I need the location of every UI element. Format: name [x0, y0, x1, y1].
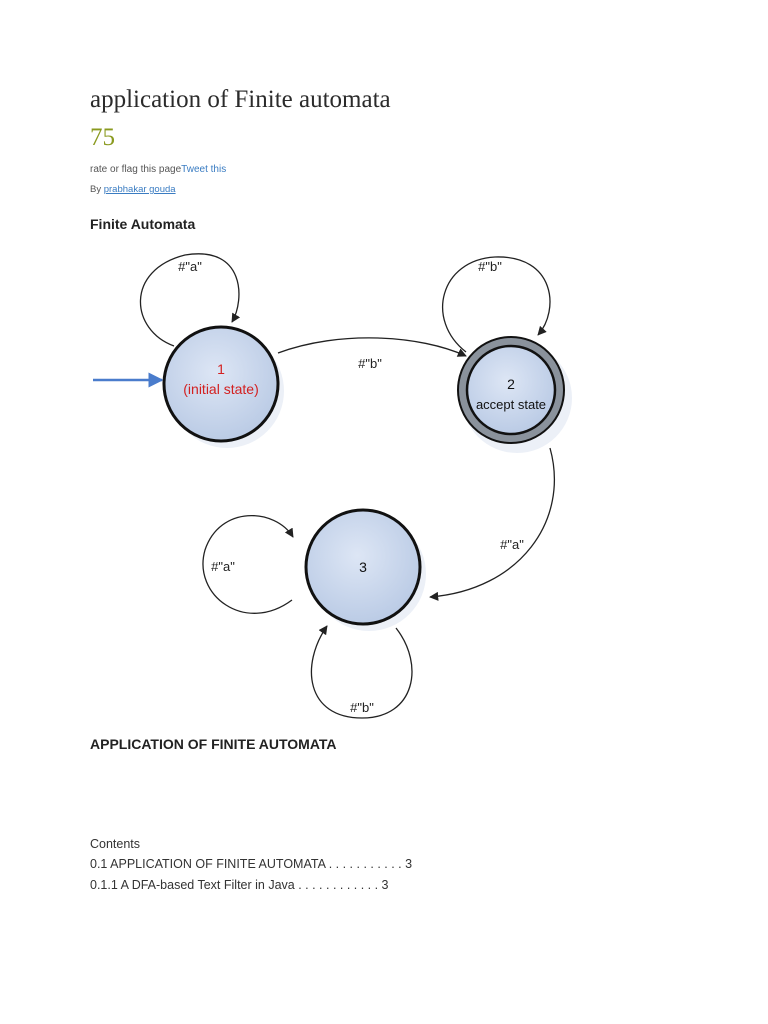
edge-2-3-arrow [429, 447, 555, 601]
main-heading: APPLICATION OF FINITE AUTOMATA [90, 736, 337, 752]
finite-automata-diagram: 1 (initial state) #"a" 2 accept state #"… [93, 253, 572, 719]
edge-2-3-label: #"a" [500, 537, 524, 552]
state-2-number: 2 [507, 376, 515, 392]
toc-item[interactable]: 0.1.1 A DFA-based Text Filter in Java . … [90, 878, 389, 892]
edge-1-2-arrow [277, 337, 467, 357]
loop-3b-arrow [310, 625, 413, 719]
page-title: application of Finite automata [90, 86, 391, 113]
tweet-this-link[interactable]: Tweet this [181, 164, 227, 175]
loop-1-arrow [139, 253, 241, 347]
author-link[interactable]: prabhakar gouda [103, 184, 176, 195]
state-1-label: (initial state) [183, 381, 258, 397]
state-2: 2 accept state [457, 336, 572, 453]
state-3-number: 3 [359, 559, 367, 575]
rating-score: 75 [90, 124, 115, 151]
state-1: 1 (initial state) [162, 325, 284, 448]
by-label: By [90, 184, 104, 195]
state-1-number: 1 [217, 361, 225, 377]
loop-3a-arrow [202, 515, 294, 614]
toc-item[interactable]: 0.1 APPLICATION OF FINITE AUTOMATA . . .… [90, 857, 413, 871]
state-3: 3 [304, 508, 426, 631]
loop-2-arrow [441, 256, 551, 353]
loop-2-label: #"b" [478, 259, 502, 274]
rate-flag-line: rate or flag this pageTweet this [90, 164, 226, 175]
edge-1-2-label: #"b" [358, 356, 382, 371]
loop-3b-label: #"b" [350, 700, 374, 715]
byline: By prabhakar gouda [90, 184, 176, 195]
section-heading: Finite Automata [90, 216, 196, 232]
state-2-label: accept state [476, 397, 546, 412]
rate-flag-text[interactable]: rate or flag this page [90, 164, 182, 175]
loop-3a-label: #"a" [211, 559, 235, 574]
loop-1-label: #"a" [178, 259, 202, 274]
contents-label: Contents [90, 837, 141, 851]
